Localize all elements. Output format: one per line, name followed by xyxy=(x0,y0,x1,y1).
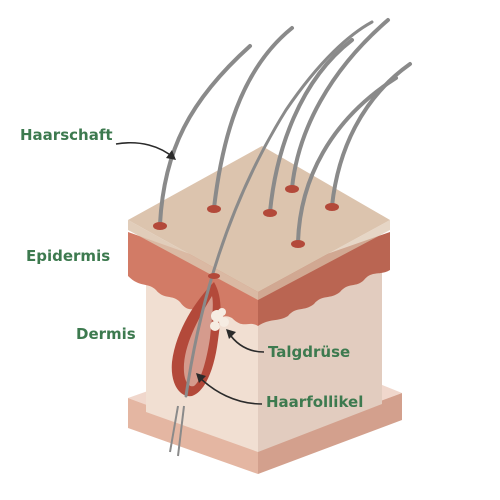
label-dermis: Dermis xyxy=(76,325,136,343)
gland-lobe xyxy=(219,317,229,327)
hair-strand xyxy=(290,18,390,190)
base-layer-side xyxy=(258,393,402,474)
skin-surface-side-edge xyxy=(258,220,390,300)
arrow-haarschaft xyxy=(115,142,175,159)
arrowhead-icon xyxy=(226,329,236,339)
pore xyxy=(263,209,277,217)
pore xyxy=(207,205,221,213)
pore xyxy=(153,222,167,230)
skin-surface-top xyxy=(128,146,390,292)
sebaceous-gland xyxy=(210,308,229,331)
pores xyxy=(153,185,339,279)
label-haarschaft: Haarschaft xyxy=(20,126,113,144)
hair-strand xyxy=(184,20,374,398)
hair-strand xyxy=(212,26,294,210)
epidermis-front xyxy=(128,232,258,326)
arrowhead-icon xyxy=(166,150,176,160)
epidermis-side xyxy=(258,232,390,326)
gland-lobe xyxy=(218,308,226,316)
hair-root xyxy=(169,405,179,453)
pore xyxy=(325,203,339,211)
pore xyxy=(208,273,220,279)
arrowhead-icon xyxy=(196,373,206,383)
hair-strand xyxy=(158,44,252,226)
label-epidermis: Epidermis xyxy=(26,247,111,265)
hair-root xyxy=(177,405,185,457)
gland-lobe xyxy=(210,321,220,331)
hair-strand xyxy=(330,62,412,208)
label-haarfollikel: Haarfollikel xyxy=(266,393,364,411)
label-talgdruese: Talgdrüse xyxy=(268,343,351,361)
hair-strand xyxy=(296,76,398,244)
hair-strand xyxy=(268,38,354,214)
dermis-side xyxy=(258,270,382,452)
arrowheads xyxy=(166,150,236,383)
skin-surface-front-edge xyxy=(128,220,258,300)
pore xyxy=(285,185,299,193)
arrow-haarfollikel xyxy=(197,375,263,405)
pore xyxy=(291,240,305,248)
